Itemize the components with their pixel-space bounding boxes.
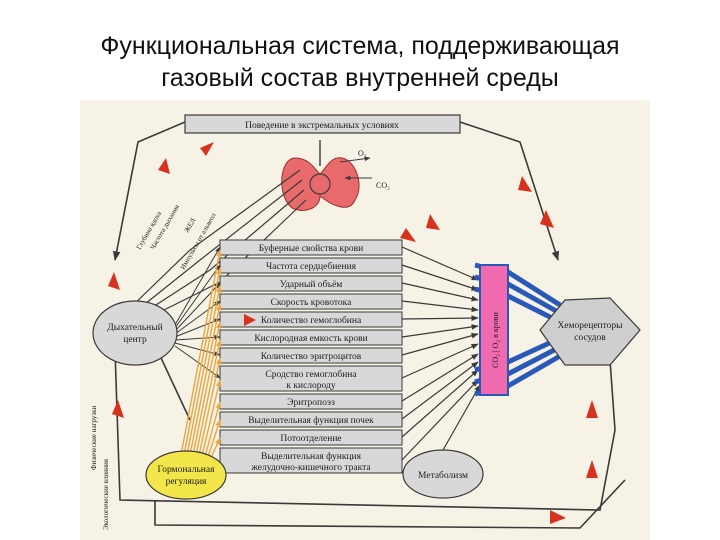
slide-title: Функциональная система, поддерживающая г…	[0, 30, 720, 94]
functional-system-diagram: Поведение в экстремальных условиях O₂ CO…	[80, 100, 650, 540]
lung-to-center-lines	[127, 169, 307, 319]
box-erythropoiesis: Эритропоэз	[287, 398, 335, 408]
top-behavior-box: Поведение в экстремальных условиях	[184, 114, 461, 134]
co2-label: CO₂	[376, 181, 390, 190]
hormonal-line1: Гормональная	[158, 465, 216, 475]
title-line-2: газовый состав внутренней среды	[161, 64, 559, 92]
side-labels: Физические нагрузки Экологические влияни…	[90, 406, 110, 530]
outer-loops	[112, 121, 626, 529]
title-line-1: Функциональная система, поддерживающая	[100, 32, 620, 60]
chemoreceptors-line2: сосудов	[574, 333, 606, 343]
blood-gas-bar: CO₂ | O₂ в крови	[479, 264, 509, 396]
respiratory-center-line1: Дыхательный	[107, 322, 162, 333]
box-gi-excretion: Выделительная функция	[261, 451, 362, 462]
box-affinity: Сродство гемоглобина	[265, 369, 357, 380]
box-hemoglobin: Количество гемоглобина	[261, 315, 362, 326]
box-heart-rate: Частота сердцебиения	[266, 261, 357, 272]
center-boxes: Буферные свойства крови Частота сердцеби…	[219, 239, 403, 474]
blood-gas-label: CO₂ | O₂ в крови	[491, 311, 500, 368]
box-buffer: Буферные свойства крови	[259, 243, 363, 254]
metabolism-label: Метаболизм	[418, 470, 468, 481]
box-to-blood-arrows	[401, 246, 479, 461]
hormonal-arrows	[179, 249, 222, 461]
side-label-physical: Физические нагрузки	[90, 406, 98, 470]
metabolism: Метаболизм	[402, 384, 484, 499]
box-oxygen-capacity: Кислородная емкость крови	[254, 334, 367, 344]
box-blood-flow: Скорость кровотока	[271, 298, 352, 308]
box-stroke-volume: Ударный объём	[280, 279, 343, 290]
o2-label: O₂	[358, 149, 367, 158]
red-flow-arrows	[108, 142, 598, 524]
blue-arrows-out	[506, 269, 562, 389]
box-affinity-line2: к кислороду	[286, 381, 335, 391]
box-kidneys: Выделительная функция почек	[248, 415, 374, 426]
hormonal-line2: регуляция	[166, 477, 207, 487]
top-box-label: Поведение в экстремальных условиях	[245, 121, 399, 131]
respiratory-center-line2: центр	[123, 335, 147, 345]
chemoreceptors-line1: Хеморецепторы	[557, 321, 623, 331]
respiratory-center: Дыхательный центр	[92, 300, 178, 366]
box-erythrocytes: Количество эритроцитов	[261, 352, 362, 362]
box-sweating: Потоотделение	[280, 434, 341, 444]
hormonal-regulation: Гормональная регуляция	[145, 450, 227, 500]
lungs: O₂ CO₂	[281, 140, 390, 211]
box-gi-excretion-line2: желудочно-кишечного тракта	[250, 463, 371, 473]
chemoreceptors: Хеморецепторы сосудов	[539, 297, 641, 366]
side-label-ecological: Экологические влияния	[102, 458, 110, 530]
